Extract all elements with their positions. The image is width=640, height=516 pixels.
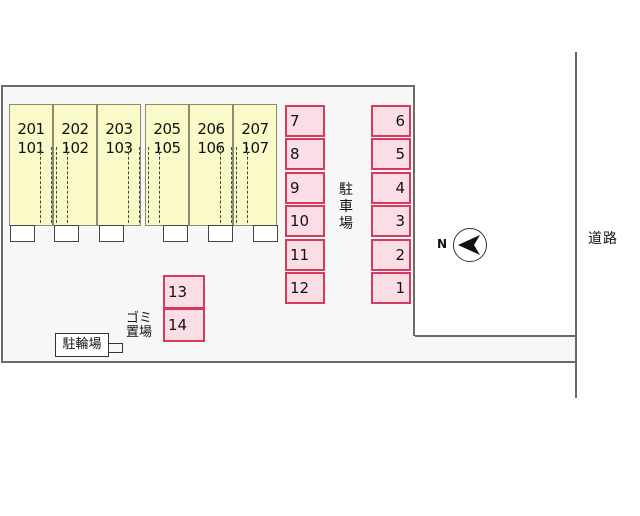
- entrance-path: [220, 147, 232, 223]
- parking-space-14: 14: [163, 308, 205, 342]
- unit-203-103: 203 103: [97, 104, 141, 226]
- unit-number-upper: 202: [61, 120, 89, 138]
- entrance-step: [99, 225, 124, 242]
- parking-space-2: 2: [371, 239, 411, 271]
- unit-number-lower: 103: [105, 139, 133, 157]
- unit-number-upper: 205: [153, 120, 181, 138]
- parking-space-1: 1: [371, 272, 411, 304]
- entrance-path: [128, 147, 140, 223]
- parking-space-13: 13: [163, 275, 205, 309]
- parking-lot-label: 駐車場: [339, 182, 353, 232]
- parking-space-10: 10: [285, 205, 325, 237]
- driveway-edge-top: [415, 335, 577, 337]
- unit-number-upper: 207: [241, 120, 269, 138]
- unit-number-upper: 206: [197, 120, 225, 138]
- entrance-path: [40, 147, 52, 223]
- entrance-step: [208, 225, 233, 242]
- unit-number-lower: 102: [61, 139, 89, 157]
- unit-number-upper: 201: [17, 120, 45, 138]
- unit-number-lower: 107: [241, 139, 269, 157]
- north-label: N: [437, 237, 448, 251]
- entrance-step: [10, 225, 35, 242]
- unit-201-101: 201 101: [9, 104, 53, 226]
- parking-space-3: 3: [371, 205, 411, 237]
- parking-space-6: 6: [371, 105, 411, 137]
- unit-number-upper: 203: [105, 120, 133, 138]
- road-label: 道路: [588, 231, 618, 247]
- parking-space-4: 4: [371, 172, 411, 204]
- unit-205-105: 205 105: [145, 104, 189, 226]
- bicycle-parking: 駐輪場: [55, 333, 109, 357]
- entrance-step: [163, 225, 188, 242]
- connector: [109, 343, 123, 353]
- entrance-path: [56, 147, 68, 223]
- unit-207-107: 207 107: [233, 104, 277, 226]
- unit-202-102: 202 102: [53, 104, 97, 226]
- unit-number-lower: 105: [153, 139, 181, 157]
- compass-icon: [453, 228, 487, 262]
- parking-space-9: 9: [285, 172, 325, 204]
- unit-number-lower: 106: [197, 139, 225, 157]
- unit-number-lower: 101: [17, 139, 45, 157]
- entrance-path: [148, 147, 160, 223]
- parking-space-5: 5: [371, 138, 411, 170]
- entrance-path: [236, 147, 248, 223]
- unit-206-106: 206 106: [189, 104, 233, 226]
- parking-space-7: 7: [285, 105, 325, 137]
- parking-space-12: 12: [285, 272, 325, 304]
- parking-space-8: 8: [285, 138, 325, 170]
- parking-space-11: 11: [285, 239, 325, 271]
- garbage-area-label: ゴミ置場: [125, 311, 152, 340]
- entrance-step: [54, 225, 79, 242]
- compass-arrow-icon: [458, 235, 480, 255]
- entrance-step: [253, 225, 278, 242]
- driveway: [413, 336, 577, 361]
- road-edge: [575, 52, 577, 398]
- driveway-edge-bottom: [400, 361, 577, 363]
